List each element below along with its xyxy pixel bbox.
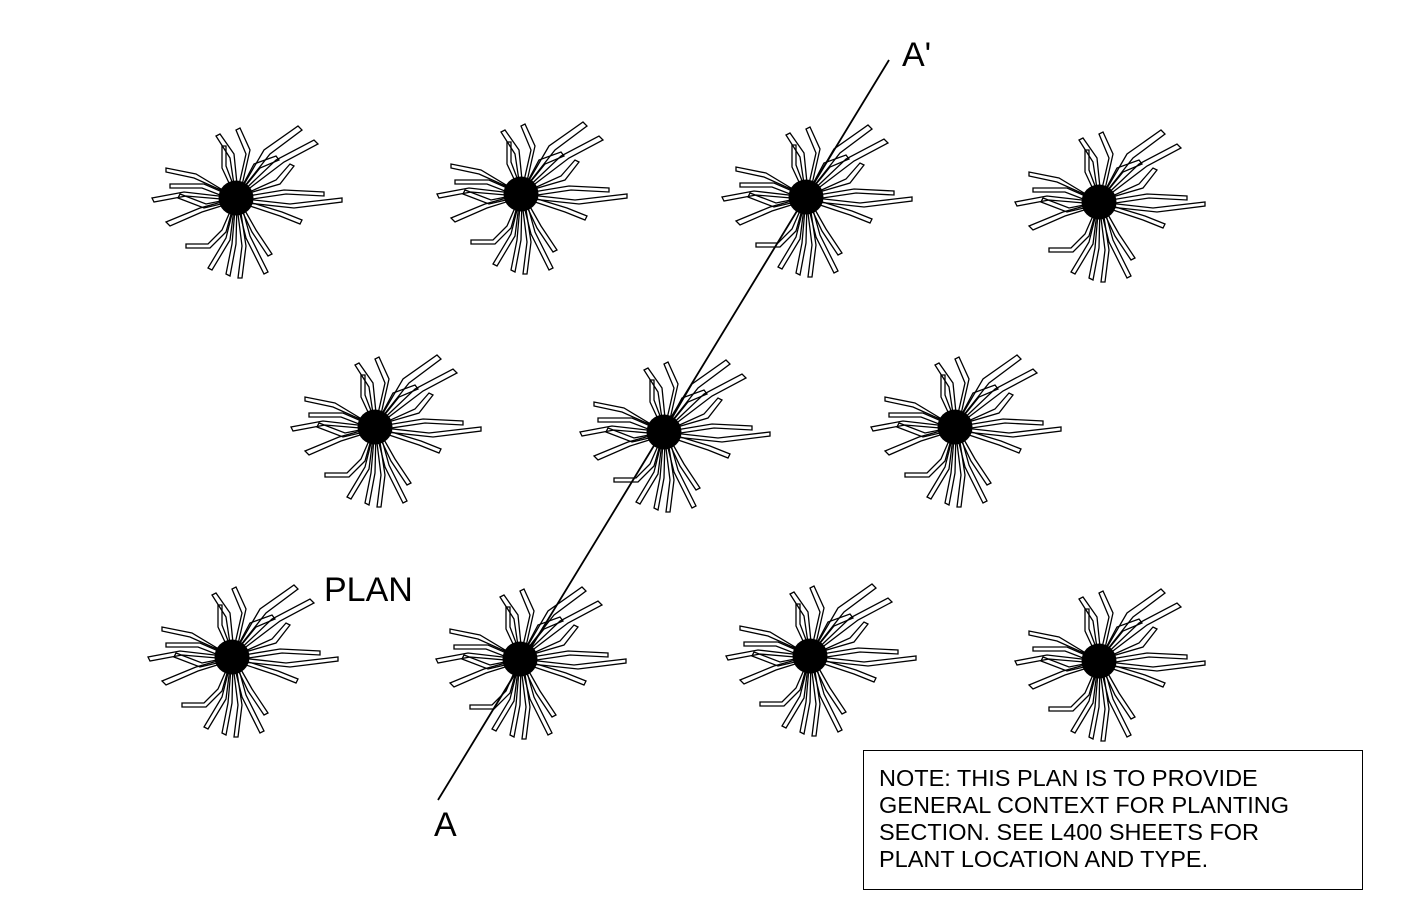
plant-symbol-icon xyxy=(436,121,628,275)
plant-symbol-icon xyxy=(725,583,917,737)
plant-symbol-icon xyxy=(1014,129,1206,283)
note-line: NOTE: THIS PLAN IS TO PROVIDE xyxy=(879,765,1258,791)
plant-symbol-icon xyxy=(147,584,339,738)
note-line: GENERAL CONTEXT FOR PLANTING xyxy=(879,792,1290,818)
plan-title: PLAN xyxy=(324,571,413,609)
plant-symbol-icon xyxy=(435,586,627,740)
section-label-a: A xyxy=(434,806,457,844)
note-line: SECTION. SEE L400 SHEETS FOR xyxy=(879,819,1260,845)
section-label-a-prime: A' xyxy=(902,36,932,74)
plant-symbol-icon xyxy=(151,125,343,279)
note-box: NOTE: THIS PLAN IS TO PROVIDE GENERAL CO… xyxy=(863,750,1363,890)
note-line: PLANT LOCATION AND TYPE. xyxy=(879,846,1209,872)
plant-symbol-icon xyxy=(290,354,482,508)
plant-symbol-icon xyxy=(1014,588,1206,742)
plant-symbol-icon xyxy=(870,354,1062,508)
plant-symbol-icon xyxy=(721,124,913,278)
plant-symbol-icon xyxy=(579,359,771,513)
